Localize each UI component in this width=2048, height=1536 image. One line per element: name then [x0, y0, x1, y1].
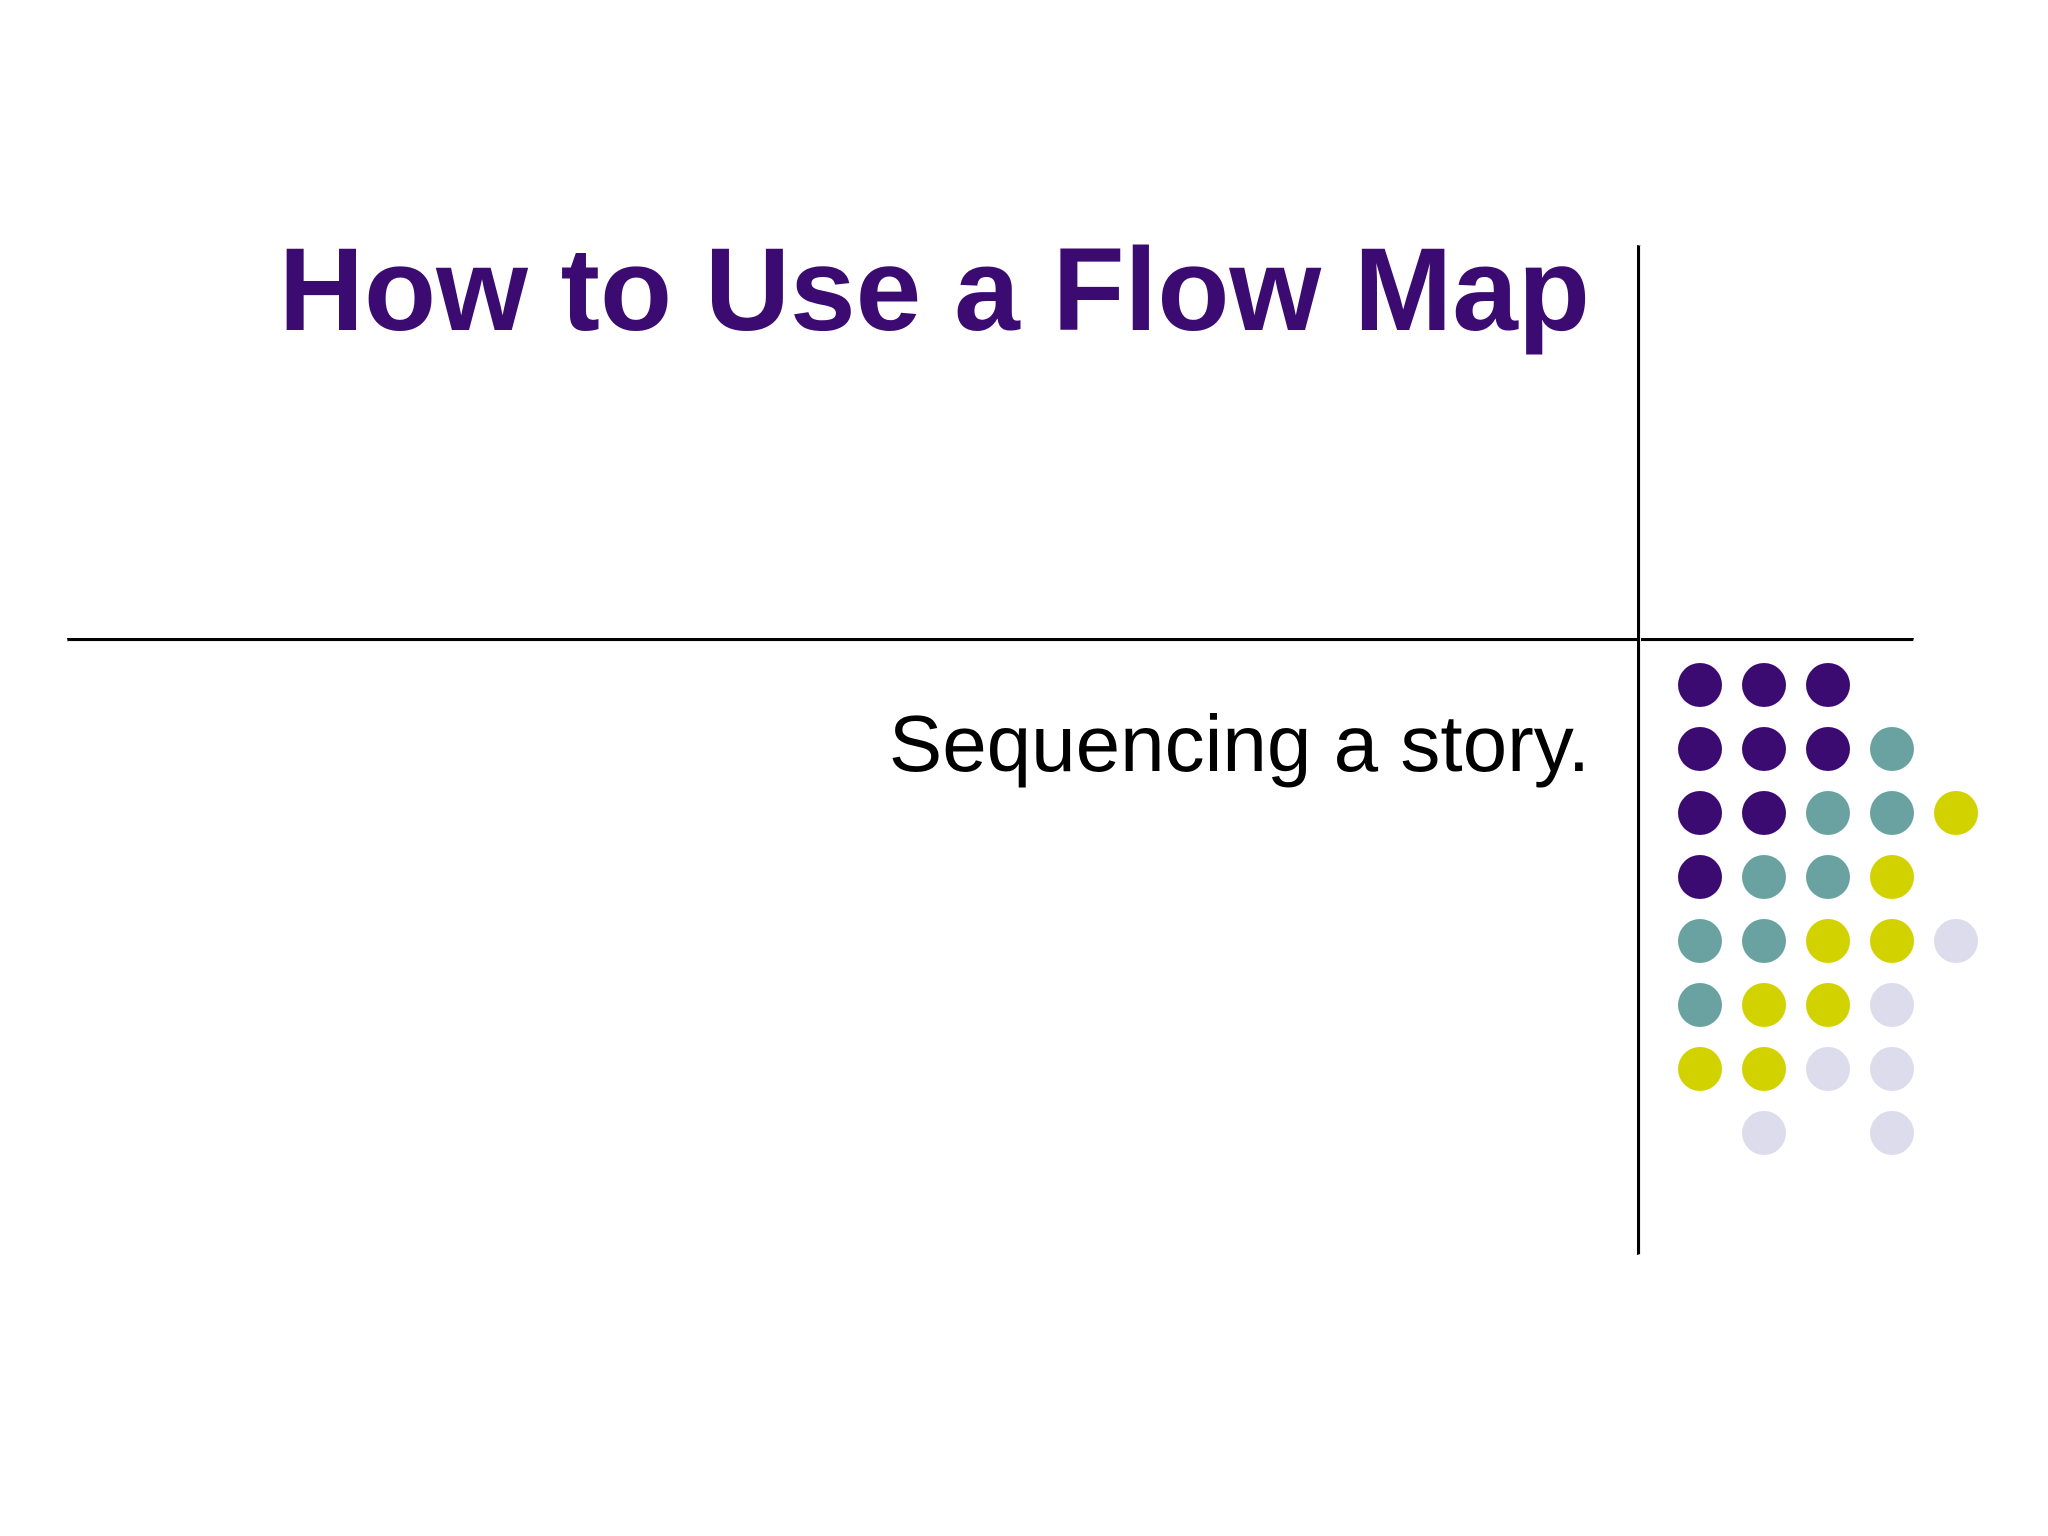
dot-lavender — [1934, 919, 1978, 963]
dot-matrix-row — [1660, 655, 2020, 719]
dot-lavender — [1742, 1111, 1786, 1155]
slide-title: How to Use a Flow Map — [278, 224, 1590, 356]
dot-purple — [1806, 727, 1850, 771]
dot-teal — [1742, 919, 1786, 963]
vertical-divider-rule — [1637, 245, 1641, 1255]
dot-yellow — [1742, 983, 1786, 1027]
horizontal-divider-rule — [67, 638, 1914, 642]
dot-purple — [1742, 791, 1786, 835]
dot-teal — [1742, 855, 1786, 899]
dot-matrix-row — [1660, 847, 2020, 911]
dot-yellow — [1806, 919, 1850, 963]
dot-teal — [1806, 791, 1850, 835]
dot-lavender — [1806, 1047, 1850, 1091]
dot-matrix-row — [1660, 719, 2020, 783]
dot-purple — [1742, 663, 1786, 707]
dot-lavender — [1870, 1047, 1914, 1091]
dot-purple — [1742, 727, 1786, 771]
dot-matrix-decoration — [1660, 655, 2020, 1215]
slide-subtitle: Sequencing a story. — [888, 699, 1590, 788]
dot-teal — [1678, 983, 1722, 1027]
dot-purple — [1678, 727, 1722, 771]
dot-matrix-row — [1660, 975, 2020, 1039]
dot-matrix-row — [1660, 1103, 2020, 1167]
dot-matrix-row — [1660, 911, 2020, 975]
dot-teal — [1870, 727, 1914, 771]
dot-teal — [1806, 855, 1850, 899]
dot-yellow — [1678, 1047, 1722, 1091]
dot-yellow — [1806, 983, 1850, 1027]
dot-matrix-row — [1660, 1039, 2020, 1103]
dot-purple — [1678, 855, 1722, 899]
dot-teal — [1678, 919, 1722, 963]
dot-purple — [1806, 663, 1850, 707]
dot-yellow — [1870, 855, 1914, 899]
title-placeholder[interactable]: How to Use a Flow Map — [150, 222, 1590, 359]
dot-purple — [1678, 663, 1722, 707]
dot-matrix-row — [1660, 783, 2020, 847]
dot-yellow — [1870, 919, 1914, 963]
dot-lavender — [1870, 983, 1914, 1027]
dot-yellow — [1742, 1047, 1786, 1091]
dot-lavender — [1870, 1111, 1914, 1155]
dot-yellow — [1934, 791, 1978, 835]
dot-purple — [1678, 791, 1722, 835]
subtitle-placeholder[interactable]: Sequencing a story. — [400, 700, 1590, 788]
dot-teal — [1870, 791, 1914, 835]
